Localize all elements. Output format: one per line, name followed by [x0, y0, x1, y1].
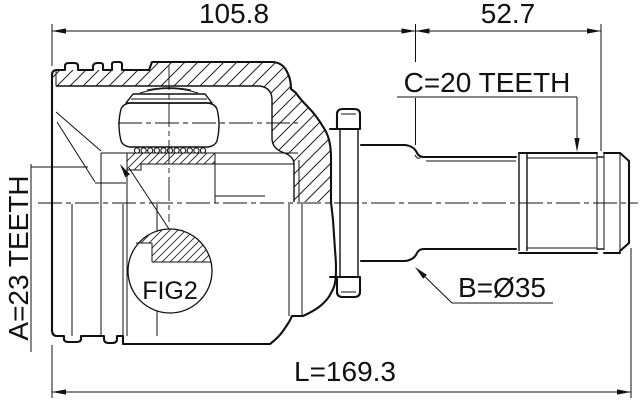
label-shaft-diameter: B=Ø35	[415, 267, 553, 304]
output-shaft	[359, 143, 631, 263]
roller-barrel	[118, 102, 220, 148]
detail-leader-arrow	[120, 164, 130, 178]
spline-section	[517, 151, 599, 255]
dimension-spline-length: 52.7	[415, 0, 602, 151]
dim-spline-length-text: 52.7	[481, 0, 536, 29]
detail-view-fig2: FIG2	[120, 164, 213, 314]
housing-bore-line	[56, 85, 295, 202]
shaft-collar-top	[359, 143, 518, 159]
snap-ring-groove	[596, 154, 605, 250]
shaft-collar-bottom	[359, 247, 518, 263]
outer-spline-text: C=20 TEETH	[404, 67, 571, 98]
dim-overall-length-text: L=169.3	[294, 356, 396, 387]
shaft-diameter-text: B=Ø35	[458, 272, 546, 303]
dimension-housing-width: 105.8	[51, 0, 416, 66]
detail-reference-label: FIG2	[142, 277, 198, 305]
needle-rollers	[133, 147, 207, 154]
label-outer-spline: C=20 TEETH	[397, 67, 580, 152]
shaft-tip	[602, 151, 631, 255]
housing-section-hatch	[52, 62, 331, 202]
dim-housing-width-text: 105.8	[199, 0, 269, 29]
inner-spline-bore-line	[55, 111, 102, 152]
tripod-roller-assembly	[118, 87, 298, 203]
centerlines	[38, 66, 638, 222]
spider-trunnion	[126, 152, 216, 171]
label-inner-spline: A=23 TEETH	[3, 164, 88, 352]
inner-spline-text: A=23 TEETH	[3, 175, 34, 340]
dimension-overall-length: L=169.3	[51, 248, 632, 398]
housing-outline	[50, 60, 338, 346]
